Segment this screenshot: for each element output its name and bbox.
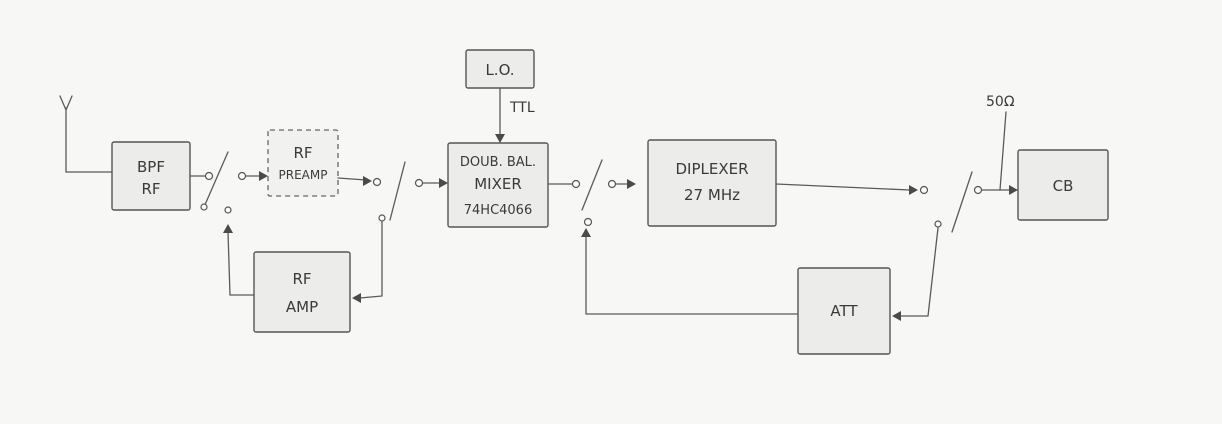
ttl-label: TTL xyxy=(509,100,535,116)
lo-block: L.O. xyxy=(465,49,535,89)
rf-preamp-block: RF PREAMP xyxy=(267,129,339,197)
bpf-label-line2: RF xyxy=(141,180,160,198)
impedance-label: 50Ω xyxy=(986,94,1015,110)
bpf-rf-block: BPF RF xyxy=(111,141,191,211)
wire-att-switch3 xyxy=(585,235,799,315)
wire-switch2-rfamp xyxy=(359,221,383,299)
bpf-label-line1: BPF xyxy=(137,158,165,176)
rf-amp-label-line2: AMP xyxy=(286,298,318,316)
cb-label: CB xyxy=(1053,177,1074,195)
switch-4 xyxy=(919,171,1011,233)
wire-preamp-switch2 xyxy=(337,177,367,181)
rf-amp-label-line1: RF xyxy=(292,270,311,288)
wire-switch4-att xyxy=(899,227,939,317)
switch-1 xyxy=(189,151,247,214)
diplexer-label-line2: 27 MHz xyxy=(684,186,740,204)
switch-3 xyxy=(547,159,629,227)
diplexer-label-line1: DIPLEXER xyxy=(675,160,748,178)
impedance-leader-line xyxy=(999,111,1007,191)
mixer-label-line3: 74HC4066 xyxy=(464,203,532,218)
wire-diplexer-switch4 xyxy=(775,183,911,191)
mixer-label-line1: DOUB. BAL. xyxy=(460,155,536,170)
att-block: ATT xyxy=(797,267,891,355)
lo-label: L.O. xyxy=(485,61,514,79)
preamp-label-line1: RF xyxy=(293,144,312,162)
cb-block: CB xyxy=(1017,149,1109,221)
att-label: ATT xyxy=(830,302,858,320)
switch-2 xyxy=(372,161,443,222)
rf-amp-block: RF AMP xyxy=(253,251,351,333)
diplexer-block: DIPLEXER 27 MHz xyxy=(647,139,777,227)
wire-rfamp-switch1 xyxy=(227,231,255,296)
mixer-label-line2: MIXER xyxy=(474,175,522,193)
antenna-icon xyxy=(59,95,113,173)
preamp-label-line2: PREAMP xyxy=(279,168,328,182)
mixer-block: DOUB. BAL. MIXER 74HC4066 xyxy=(447,142,549,228)
